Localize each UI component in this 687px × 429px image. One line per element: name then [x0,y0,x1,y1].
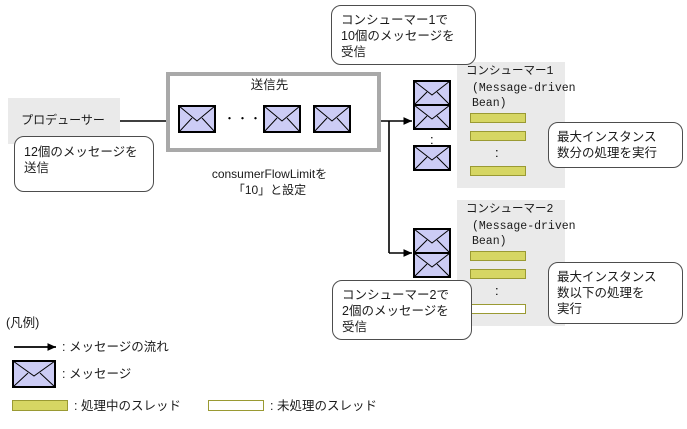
destination-envelope-3 [313,105,351,133]
consumer2-envelope-2 [413,252,451,278]
consumer2-thread-3 [470,304,526,314]
destination-caption: consumerFlowLimitを 「10」と設定 [211,167,328,197]
producer-callout: 12個のメッセージを 送信 [14,136,154,192]
legend-message-label: : メッセージ [62,367,132,381]
consumer1-thread-1 [470,113,526,123]
consumer2-thread-ellipsis: : [495,283,499,298]
consumer1-envelope-1 [413,80,451,106]
legend-thread-idle-label: : 未処理のスレッド [270,399,377,413]
legend-thread-busy-swatch [12,400,68,411]
legend-flow-label: : メッセージの流れ [62,340,169,354]
consumer2-subtitle: (Message-driven Bean) [472,220,576,248]
consumer1-envelope-3 [413,145,451,171]
consumer2-thread-2 [470,269,526,279]
legend-thread-idle-swatch [208,400,264,411]
consumer1-title: コンシューマー1 [466,65,554,78]
consumer1-thread-2 [470,131,526,141]
destination-title: 送信先 [250,78,289,92]
consumer1-envelope-ellipsis: : [430,132,434,147]
destination-envelope-1 [178,105,216,133]
consumer2-title: コンシューマー2 [466,203,554,216]
consumer2-receive-callout: コンシューマー2で 2個のメッセージを 受信 [332,280,472,340]
legend-thread-busy-label: : 処理中のスレッド [74,399,181,413]
destination-ellipsis: ・・・ [224,113,263,125]
destination-envelope-2 [263,105,301,133]
consumer1-thread-callout: 最大インスタンス 数分の処理を実行 [548,122,683,168]
legend-message-icon [12,360,56,388]
consumer2-thread-callout: 最大インスタンス 数以下の処理を 実行 [548,262,683,324]
consumer1-receive-callout: コンシューマー1で 10個のメッセージを 受信 [331,5,476,65]
consumer1-thread-3 [470,166,526,176]
consumer1-envelope-2 [413,104,451,130]
consumer2-thread-1 [470,251,526,261]
consumer2-envelope-1 [413,228,451,254]
legend-title: (凡例) [6,316,40,330]
consumer1-thread-ellipsis: : [495,145,499,160]
consumer1-subtitle: (Message-driven Bean) [472,82,576,110]
producer-label: プロデューサー [21,113,105,127]
